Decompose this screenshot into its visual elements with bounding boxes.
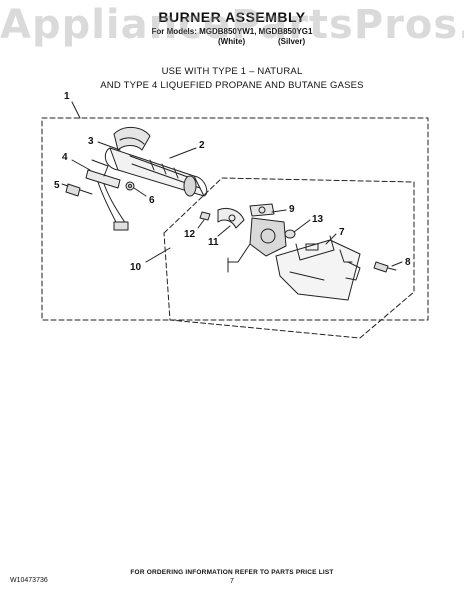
callout-3: 3 bbox=[88, 136, 94, 147]
callout-12: 12 bbox=[184, 229, 196, 240]
bracket-11 bbox=[217, 207, 245, 229]
valve-assembly-outline bbox=[163, 177, 415, 339]
gas-type-line-2: AND TYPE 4 LIQUEFIED PROPANE AND BUTANE … bbox=[100, 80, 364, 91]
callout-9: 9 bbox=[289, 204, 295, 215]
leader-5 bbox=[61, 183, 69, 187]
callout-11: 11 bbox=[208, 237, 219, 248]
leader-11 bbox=[217, 225, 231, 237]
burner-tube bbox=[104, 147, 208, 197]
leader-1 bbox=[71, 101, 81, 119]
model-numbers: For Models: MGDB850YW1, MGDB850YG1 bbox=[151, 27, 313, 36]
igniter bbox=[85, 159, 129, 231]
valve-coil bbox=[249, 203, 275, 217]
leader-4 bbox=[71, 159, 91, 171]
callout-6: 6 bbox=[149, 195, 155, 206]
gas-valve bbox=[227, 217, 287, 273]
mounting-bracket bbox=[275, 235, 361, 301]
leader-6 bbox=[133, 187, 147, 197]
callout-10: 10 bbox=[130, 262, 142, 273]
gas-type-line-1: USE WITH TYPE 1 – NATURAL bbox=[161, 66, 303, 77]
callout-13: 13 bbox=[312, 214, 324, 225]
leader-12 bbox=[197, 219, 205, 229]
page-number: 7 bbox=[230, 578, 234, 585]
callout-8: 8 bbox=[405, 257, 411, 268]
screw-12 bbox=[199, 211, 211, 221]
leader-8 bbox=[391, 261, 403, 267]
leader-13 bbox=[293, 219, 311, 233]
leader-10 bbox=[145, 247, 171, 263]
ordering-note: FOR ORDERING INFORMATION REFER TO PARTS … bbox=[130, 569, 334, 576]
callout-7: 7 bbox=[339, 227, 345, 238]
leader-2 bbox=[169, 147, 197, 159]
assembly-outline bbox=[41, 117, 429, 321]
orifice-13 bbox=[284, 229, 296, 239]
variant-white: (White) bbox=[218, 37, 246, 46]
callout-2: 2 bbox=[199, 140, 205, 151]
screw-8 bbox=[373, 261, 397, 273]
callout-5: 5 bbox=[54, 180, 60, 191]
leader-3 bbox=[97, 141, 121, 151]
leader-9 bbox=[271, 209, 287, 213]
page-title: BURNER ASSEMBLY bbox=[158, 9, 306, 25]
leader-7 bbox=[325, 233, 337, 245]
screw-5 bbox=[65, 183, 93, 197]
callout-1: 1 bbox=[64, 91, 70, 102]
variant-silver: (Silver) bbox=[278, 37, 306, 46]
document-number: W10473736 bbox=[10, 577, 48, 584]
callout-4: 4 bbox=[62, 152, 68, 163]
nut-6 bbox=[125, 181, 135, 191]
